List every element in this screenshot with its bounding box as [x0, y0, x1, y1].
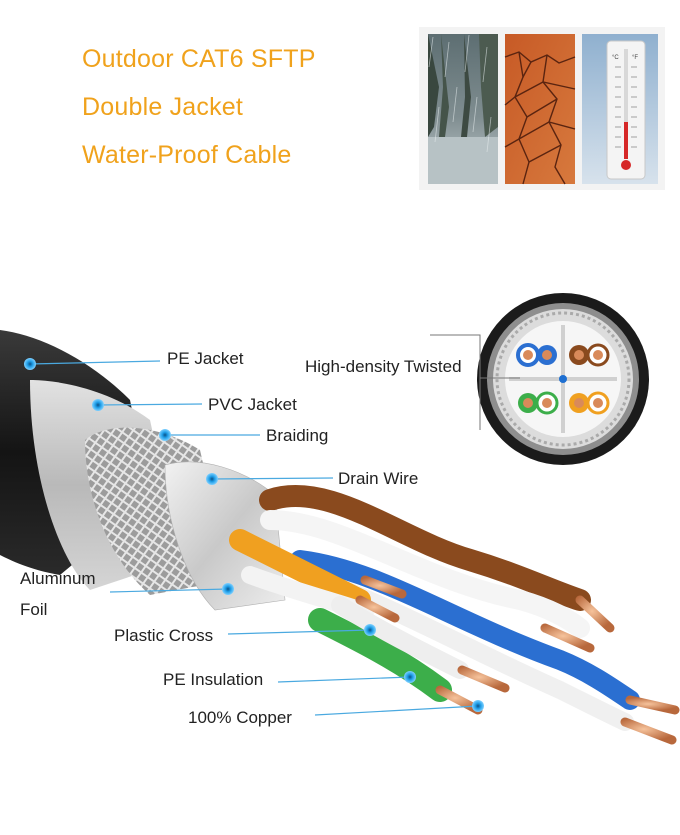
- callout-lines: [29, 360, 479, 716]
- copper-conductors: [355, 575, 680, 745]
- label-pe-insulation: PE Insulation: [163, 670, 264, 689]
- title-line-1: Outdoor CAT6 SFTP: [82, 45, 316, 73]
- label-pe-jacket: PE Jacket: [167, 349, 244, 368]
- marker-braiding: [159, 429, 171, 441]
- callout-markers: [24, 358, 484, 712]
- marker-foil: [222, 583, 234, 595]
- label-braiding: Braiding: [266, 426, 329, 445]
- label-plastic-cross: Plastic Cross: [114, 626, 214, 645]
- title-line-3: Water-Proof Cable: [82, 141, 292, 169]
- marker-pvc-jacket: [92, 399, 104, 411]
- label-drain-wire: Drain Wire: [338, 469, 419, 488]
- thermometer-photo: °C °F: [582, 34, 658, 184]
- marker-pe-insulation: [404, 671, 416, 683]
- label-high-density-twisted: High-density Twisted: [305, 357, 462, 376]
- marker-plastic-cross: [364, 624, 376, 636]
- environment-photos: °C °F: [419, 27, 665, 190]
- marker-copper: [472, 700, 484, 712]
- label-copper: 100% Copper: [188, 708, 292, 727]
- twisted-pairs: [229, 485, 640, 731]
- fahrenheit-unit: °F: [632, 55, 638, 61]
- marker-drain-wire: [206, 473, 218, 485]
- title-line-2: Double Jacket: [82, 93, 244, 121]
- cable-cross-section: [477, 293, 649, 465]
- marker-pe-jacket: [24, 358, 36, 370]
- celsius-unit: °C: [612, 55, 619, 61]
- twisted-bracket: [430, 334, 481, 430]
- label-foil: Foil: [20, 600, 48, 619]
- cracked-earth-photo: [504, 34, 576, 185]
- label-aluminum: Aluminum: [20, 569, 96, 588]
- rain-photo: [428, 34, 498, 184]
- label-pvc-jacket: PVC Jacket: [208, 395, 297, 414]
